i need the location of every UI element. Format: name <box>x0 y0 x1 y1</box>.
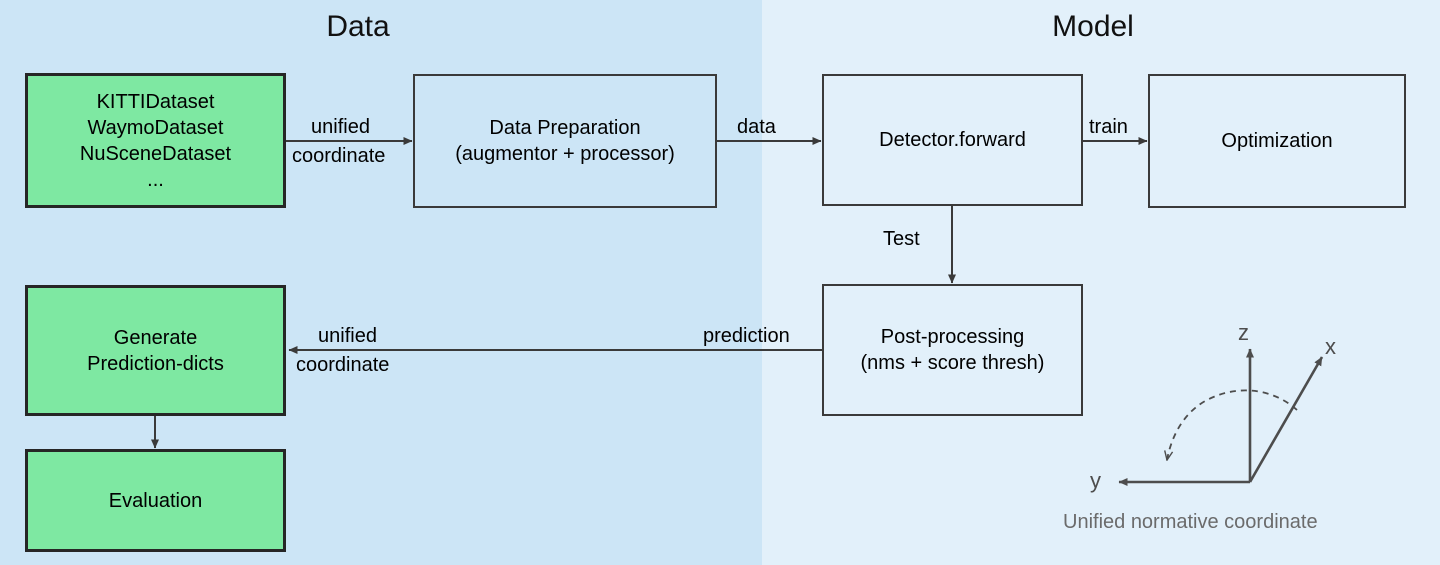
node-datasets-line4: ... <box>147 168 164 191</box>
edge-label-data: data <box>737 116 776 138</box>
edge-label-unified-top: unified <box>311 116 370 138</box>
panel-model <box>762 0 1440 565</box>
node-optimization-line1: Optimization <box>1221 130 1333 152</box>
coord-axis-label-y: y <box>1090 468 1101 493</box>
edge-label-prediction: prediction <box>703 325 790 347</box>
node-generate-prediction-dicts[interactable]: Generate Prediction-dicts <box>25 285 286 416</box>
node-optimization[interactable]: Optimization <box>1148 74 1406 208</box>
panel-title-data: Data <box>326 10 390 43</box>
coord-caption: Unified normative coordinate <box>1063 511 1318 533</box>
node-evaluation-line1: Evaluation <box>108 489 203 512</box>
edge-label-unified-top-2: unified <box>318 325 377 347</box>
panel-title-model: Model <box>1052 10 1134 43</box>
node-detector-forward[interactable]: Detector.forward <box>822 74 1083 206</box>
node-datasets[interactable]: KITTIDataset WaymoDataset NuSceneDataset… <box>25 73 286 208</box>
edge-label-train: train <box>1089 116 1128 138</box>
node-evaluation[interactable]: Evaluation <box>25 449 286 552</box>
node-datasets-line3: NuSceneDataset <box>79 142 232 165</box>
edge-label-coordinate-bottom-2: coordinate <box>296 354 390 376</box>
edge-label-coordinate-bottom: coordinate <box>292 145 386 167</box>
node-data-preparation-line2: (augmentor + processor) <box>455 143 675 165</box>
coord-rotation-arc <box>1167 389 1298 460</box>
coord-axis-label-z: z <box>1238 320 1249 345</box>
node-data-preparation-line1: Data Preparation <box>489 117 641 139</box>
node-post-processing-line2: (nms + score thresh) <box>860 352 1045 374</box>
node-data-preparation[interactable]: Data Preparation (augmentor + processor) <box>413 74 717 208</box>
node-generate-line1: Generate <box>113 326 198 349</box>
node-generate-line2: Prediction-dicts <box>87 352 224 375</box>
edge-label-test: Test <box>883 228 920 250</box>
node-detector-forward-line1: Detector.forward <box>879 129 1026 151</box>
node-datasets-line2: WaymoDataset <box>87 116 224 139</box>
coord-axis-label-x: x <box>1325 334 1336 359</box>
coord-axis-x-line <box>1248 356 1324 483</box>
node-post-processing-line1: Post-processing <box>880 326 1025 348</box>
node-post-processing[interactable]: Post-processing (nms + score thresh) <box>822 284 1083 416</box>
node-datasets-line1: KITTIDataset <box>96 90 215 113</box>
